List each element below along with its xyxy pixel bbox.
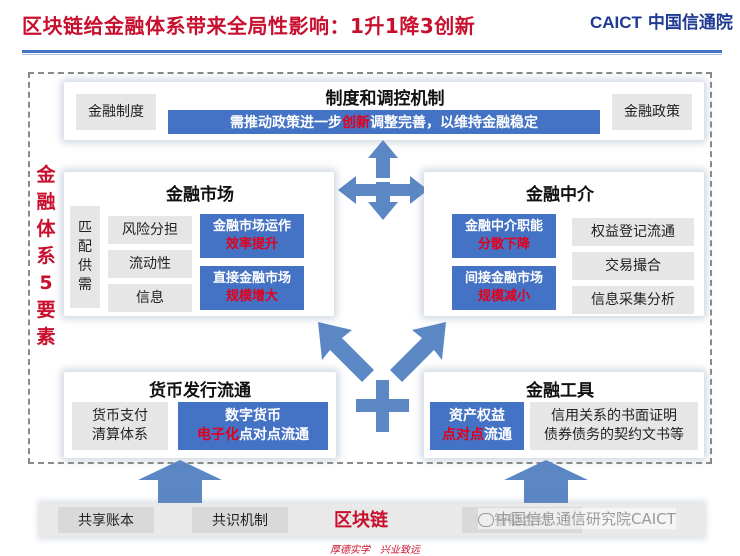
digital-currency-box: 数字货币 电子化点对点流通 xyxy=(178,402,328,450)
credit-proof-line1: 信用关系的书面证明 xyxy=(551,408,677,425)
credit-proof-box: 信用关系的书面证明 债券债务的契约文书等 xyxy=(530,402,698,450)
financial-intermediary-heading: 金融中介 xyxy=(526,185,594,205)
page-title: 区块链给金融体系带来全局性影响：1升1降3创新 xyxy=(22,14,476,38)
financial-system-5-elements-label: 金 融 体 系 5 要 素 xyxy=(32,162,60,351)
direct-market-line1: 直接金融市场 xyxy=(212,271,291,287)
side-char: 素 xyxy=(36,326,56,348)
logo-caict: CAICT xyxy=(590,13,642,32)
diagonal-arrow-left-icon xyxy=(318,322,374,382)
indirect-market-line2: 规模减小 xyxy=(477,289,530,304)
credit-proof-line2: 债券债务的契约文书等 xyxy=(544,427,684,443)
market-efficiency-box: 金融市场运作 效率提升 xyxy=(200,214,304,258)
match-supply-demand-box: 匹 配 供 需 xyxy=(70,206,100,308)
caict-logo: CAICT 中国信通院 xyxy=(590,8,733,33)
match-char: 需 xyxy=(78,277,92,293)
intermediary-function-line2: 分散下降 xyxy=(477,237,530,252)
regulation-heading: 制度和调控机制 xyxy=(325,89,445,109)
match-char: 匹 xyxy=(78,220,92,236)
indirect-market-box: 间接金融市场 规模减小 xyxy=(452,266,556,310)
intermediary-function-box: 金融中介职能 分散下降 xyxy=(452,214,556,258)
regulation-bar-after: 调整完善，以维持金融稳定 xyxy=(370,115,538,131)
regulation-bar: 需推动政策进一步创新调整完善，以维持金融稳定 xyxy=(168,110,600,134)
logo-cn: 中国信通院 xyxy=(647,13,733,33)
wechat-icon xyxy=(478,512,494,527)
consensus-chip: 共识机制 xyxy=(192,507,288,533)
shared-ledger-chip: 共享账本 xyxy=(58,507,154,533)
financial-market-heading: 金融市场 xyxy=(166,185,234,205)
trade-matching-box: 交易撮合 xyxy=(572,252,694,280)
asset-rights-rest: 流通 xyxy=(484,427,512,443)
asset-rights-line1: 资产权益 xyxy=(449,408,505,425)
side-char: 5 xyxy=(39,272,53,294)
intermediary-function-line1: 金融中介职能 xyxy=(464,219,543,235)
rights-registration-box: 权益登记流通 xyxy=(572,218,694,246)
financial-instruments-heading: 金融工具 xyxy=(526,381,594,401)
four-way-arrow-icon xyxy=(338,140,428,220)
diagonal-arrow-right-icon xyxy=(390,322,446,382)
liquidity-box: 流动性 xyxy=(108,250,192,278)
up-arrow-left-icon xyxy=(138,460,222,503)
match-char: 供 xyxy=(78,258,92,274)
financial-institution-box: 金融制度 xyxy=(76,94,156,130)
watermark: 中国信息通信研究院CAICT xyxy=(478,508,676,529)
side-char: 金 xyxy=(36,164,56,186)
side-char: 系 xyxy=(36,245,56,267)
risk-sharing-box: 风险分担 xyxy=(108,216,192,244)
digital-currency-rest: 点对点流通 xyxy=(239,427,309,443)
motto: 厚德实学 兴业致远 xyxy=(330,545,420,556)
up-arrow-right-icon xyxy=(504,460,588,503)
digital-currency-highlight: 电子化 xyxy=(197,427,239,443)
financial-system-frame xyxy=(28,72,712,464)
market-efficiency-line1: 金融市场运作 xyxy=(212,219,291,235)
title-rule xyxy=(22,50,722,53)
direct-market-box: 直接金融市场 规模增大 xyxy=(200,266,304,310)
asset-rights-box: 资产权益 点对点流通 xyxy=(430,402,524,450)
watermark-text: 中国信息通信研究院CAICT xyxy=(496,510,676,528)
regulation-bar-highlight: 创新 xyxy=(342,115,370,131)
match-char: 配 xyxy=(78,239,92,255)
market-efficiency-line2: 效率提升 xyxy=(225,237,278,252)
side-char: 要 xyxy=(36,299,56,321)
asset-rights-highlight: 点对点 xyxy=(442,427,484,443)
side-char: 融 xyxy=(36,191,56,213)
info-analysis-box: 信息采集分析 xyxy=(572,286,694,314)
digital-currency-line1: 数字货币 xyxy=(225,408,281,425)
currency-issuance-heading: 货币发行流通 xyxy=(149,381,251,401)
blockchain-label: 区块链 xyxy=(334,510,388,531)
payment-clearing-box: 货币支付 清算体系 xyxy=(72,402,168,450)
title-rule-thin xyxy=(22,54,722,55)
payment-clearing-line2: 清算体系 xyxy=(92,427,148,443)
financial-policy-box: 金融政策 xyxy=(612,94,692,130)
indirect-market-line1: 间接金融市场 xyxy=(464,271,543,287)
payment-clearing-line1: 货币支付 xyxy=(92,408,148,425)
information-box: 信息 xyxy=(108,284,192,312)
direct-market-line2: 规模增大 xyxy=(225,289,278,304)
regulation-bar-before: 需推动政策进一步 xyxy=(230,115,342,131)
side-char: 体 xyxy=(36,218,56,240)
